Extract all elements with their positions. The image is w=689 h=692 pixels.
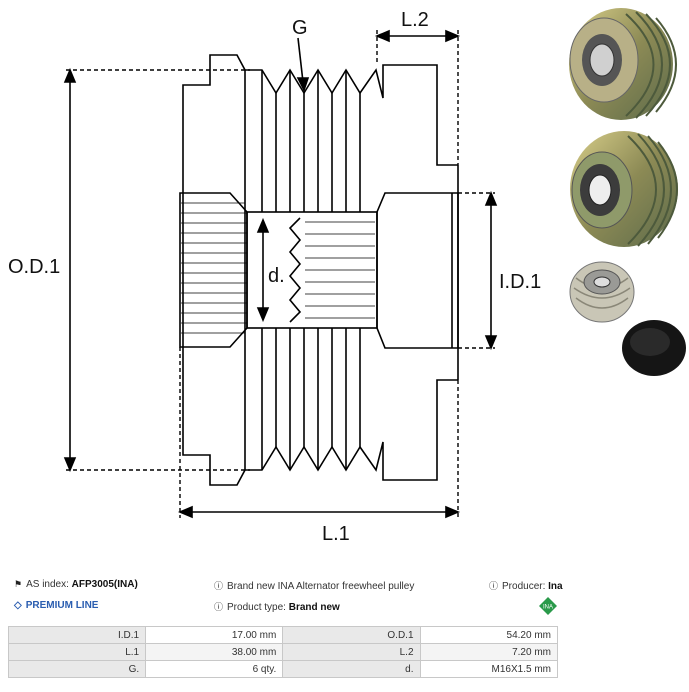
product-description: Brand new INA Alternator freewheel pulle… (227, 581, 415, 592)
pulley-photo-rear (570, 131, 678, 247)
label-g: G (292, 17, 308, 39)
table-row: G. 6 qty. d. M16X1.5 mm (7, 660, 559, 678)
technical-drawing: G L.2 O.D.1 I.D.1 d. L.1 (8, 9, 541, 545)
spec-table: I.D.1 17.00 mm O.D.1 54.20 mm L.1 38.00 … (7, 626, 559, 678)
ina-logo: INA (539, 597, 557, 615)
info-icon: ⓘ (489, 581, 499, 591)
tag-icon: ⚑ (14, 579, 23, 589)
label-l2: L.2 (401, 9, 429, 31)
pulley-photo-side (569, 261, 635, 323)
right-hub (376, 192, 459, 349)
pulley-bottom-grooves (245, 379, 458, 481)
pulley-top-grooves (245, 64, 458, 166)
product-type-label: Product type: (227, 602, 286, 613)
pulley-left-flange (182, 54, 246, 486)
svg-text:INA: INA (543, 605, 553, 611)
as-index-row: ⚑AS index: AFP3005(INA) (14, 579, 138, 590)
producer-label: Producer: (502, 581, 546, 592)
label-id1: I.D.1 (499, 271, 541, 293)
premium-line-row: ◇PREMIUM LINE (14, 600, 98, 611)
producer-value: Ina (548, 581, 563, 592)
table-row: I.D.1 17.00 mm O.D.1 54.20 mm (7, 626, 559, 644)
protective-cap-photo (622, 320, 686, 376)
label-d: d. (268, 265, 285, 287)
product-type-value: Brand new (288, 602, 340, 613)
info-icon: ⓘ (214, 581, 224, 591)
label-l1: L.1 (322, 523, 350, 545)
as-index-value: AFP3005(INA) (71, 579, 138, 590)
splined-hub (179, 192, 248, 348)
diamond-icon: ◇ (14, 600, 22, 611)
table-row: L.1 38.00 mm L.2 7.20 mm (7, 643, 559, 661)
as-index-label: AS index: (26, 579, 69, 590)
premium-line-label: PREMIUM LINE (25, 600, 99, 611)
pulley-photo-front (569, 8, 677, 120)
label-od1: O.D.1 (8, 256, 60, 278)
info-icon: ⓘ (214, 602, 224, 612)
